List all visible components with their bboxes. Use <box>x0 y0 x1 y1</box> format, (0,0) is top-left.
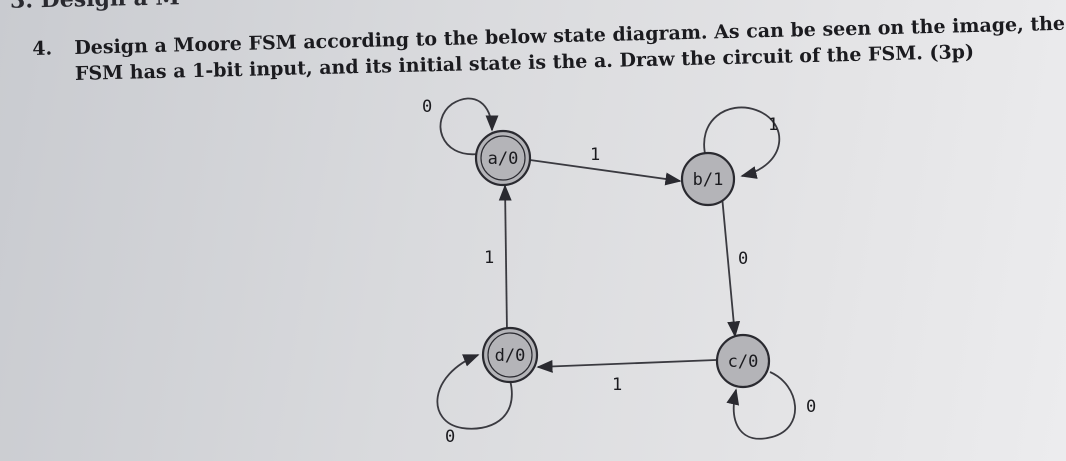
edge-label-a-self: 0 <box>422 97 432 117</box>
state-d-label: d/0 <box>495 346 526 366</box>
edge-label-d-self: 0 <box>445 427 455 447</box>
state-c-label: c/0 <box>728 352 759 372</box>
state-a-label: a/0 <box>488 149 519 169</box>
state-d: d/0 <box>481 326 539 384</box>
edge-label-b-to-c: 0 <box>738 249 748 269</box>
edge-c-to-d <box>536 359 717 373</box>
edge-label-c-self: 0 <box>806 397 816 417</box>
state-c: c/0 <box>715 333 771 389</box>
edge-label-b-self: 1 <box>768 115 778 135</box>
edge-b-self-loop <box>703 106 781 179</box>
edge-a-to-b <box>529 159 682 186</box>
edge-label-c-to-d: 1 <box>612 375 622 395</box>
edge-d-self-loop <box>436 354 513 430</box>
state-b: b/1 <box>680 151 736 207</box>
state-diagram: 1 0 1 1 0 1 0 0 a/0 b/1 <box>422 97 816 447</box>
state-a: a/0 <box>474 129 532 187</box>
exam-page: 3. Design a M 4.Design a Moore FSM accor… <box>10 0 1066 447</box>
edge-b-to-c <box>721 195 741 338</box>
edge-label-d-to-a: 1 <box>484 248 494 268</box>
state-b-label: b/1 <box>693 170 724 190</box>
edge-c-self-loop <box>726 371 796 440</box>
edge-d-to-a <box>498 184 512 333</box>
edge-label-a-to-b: 1 <box>590 145 600 165</box>
edge-a-self-loop <box>439 97 499 155</box>
